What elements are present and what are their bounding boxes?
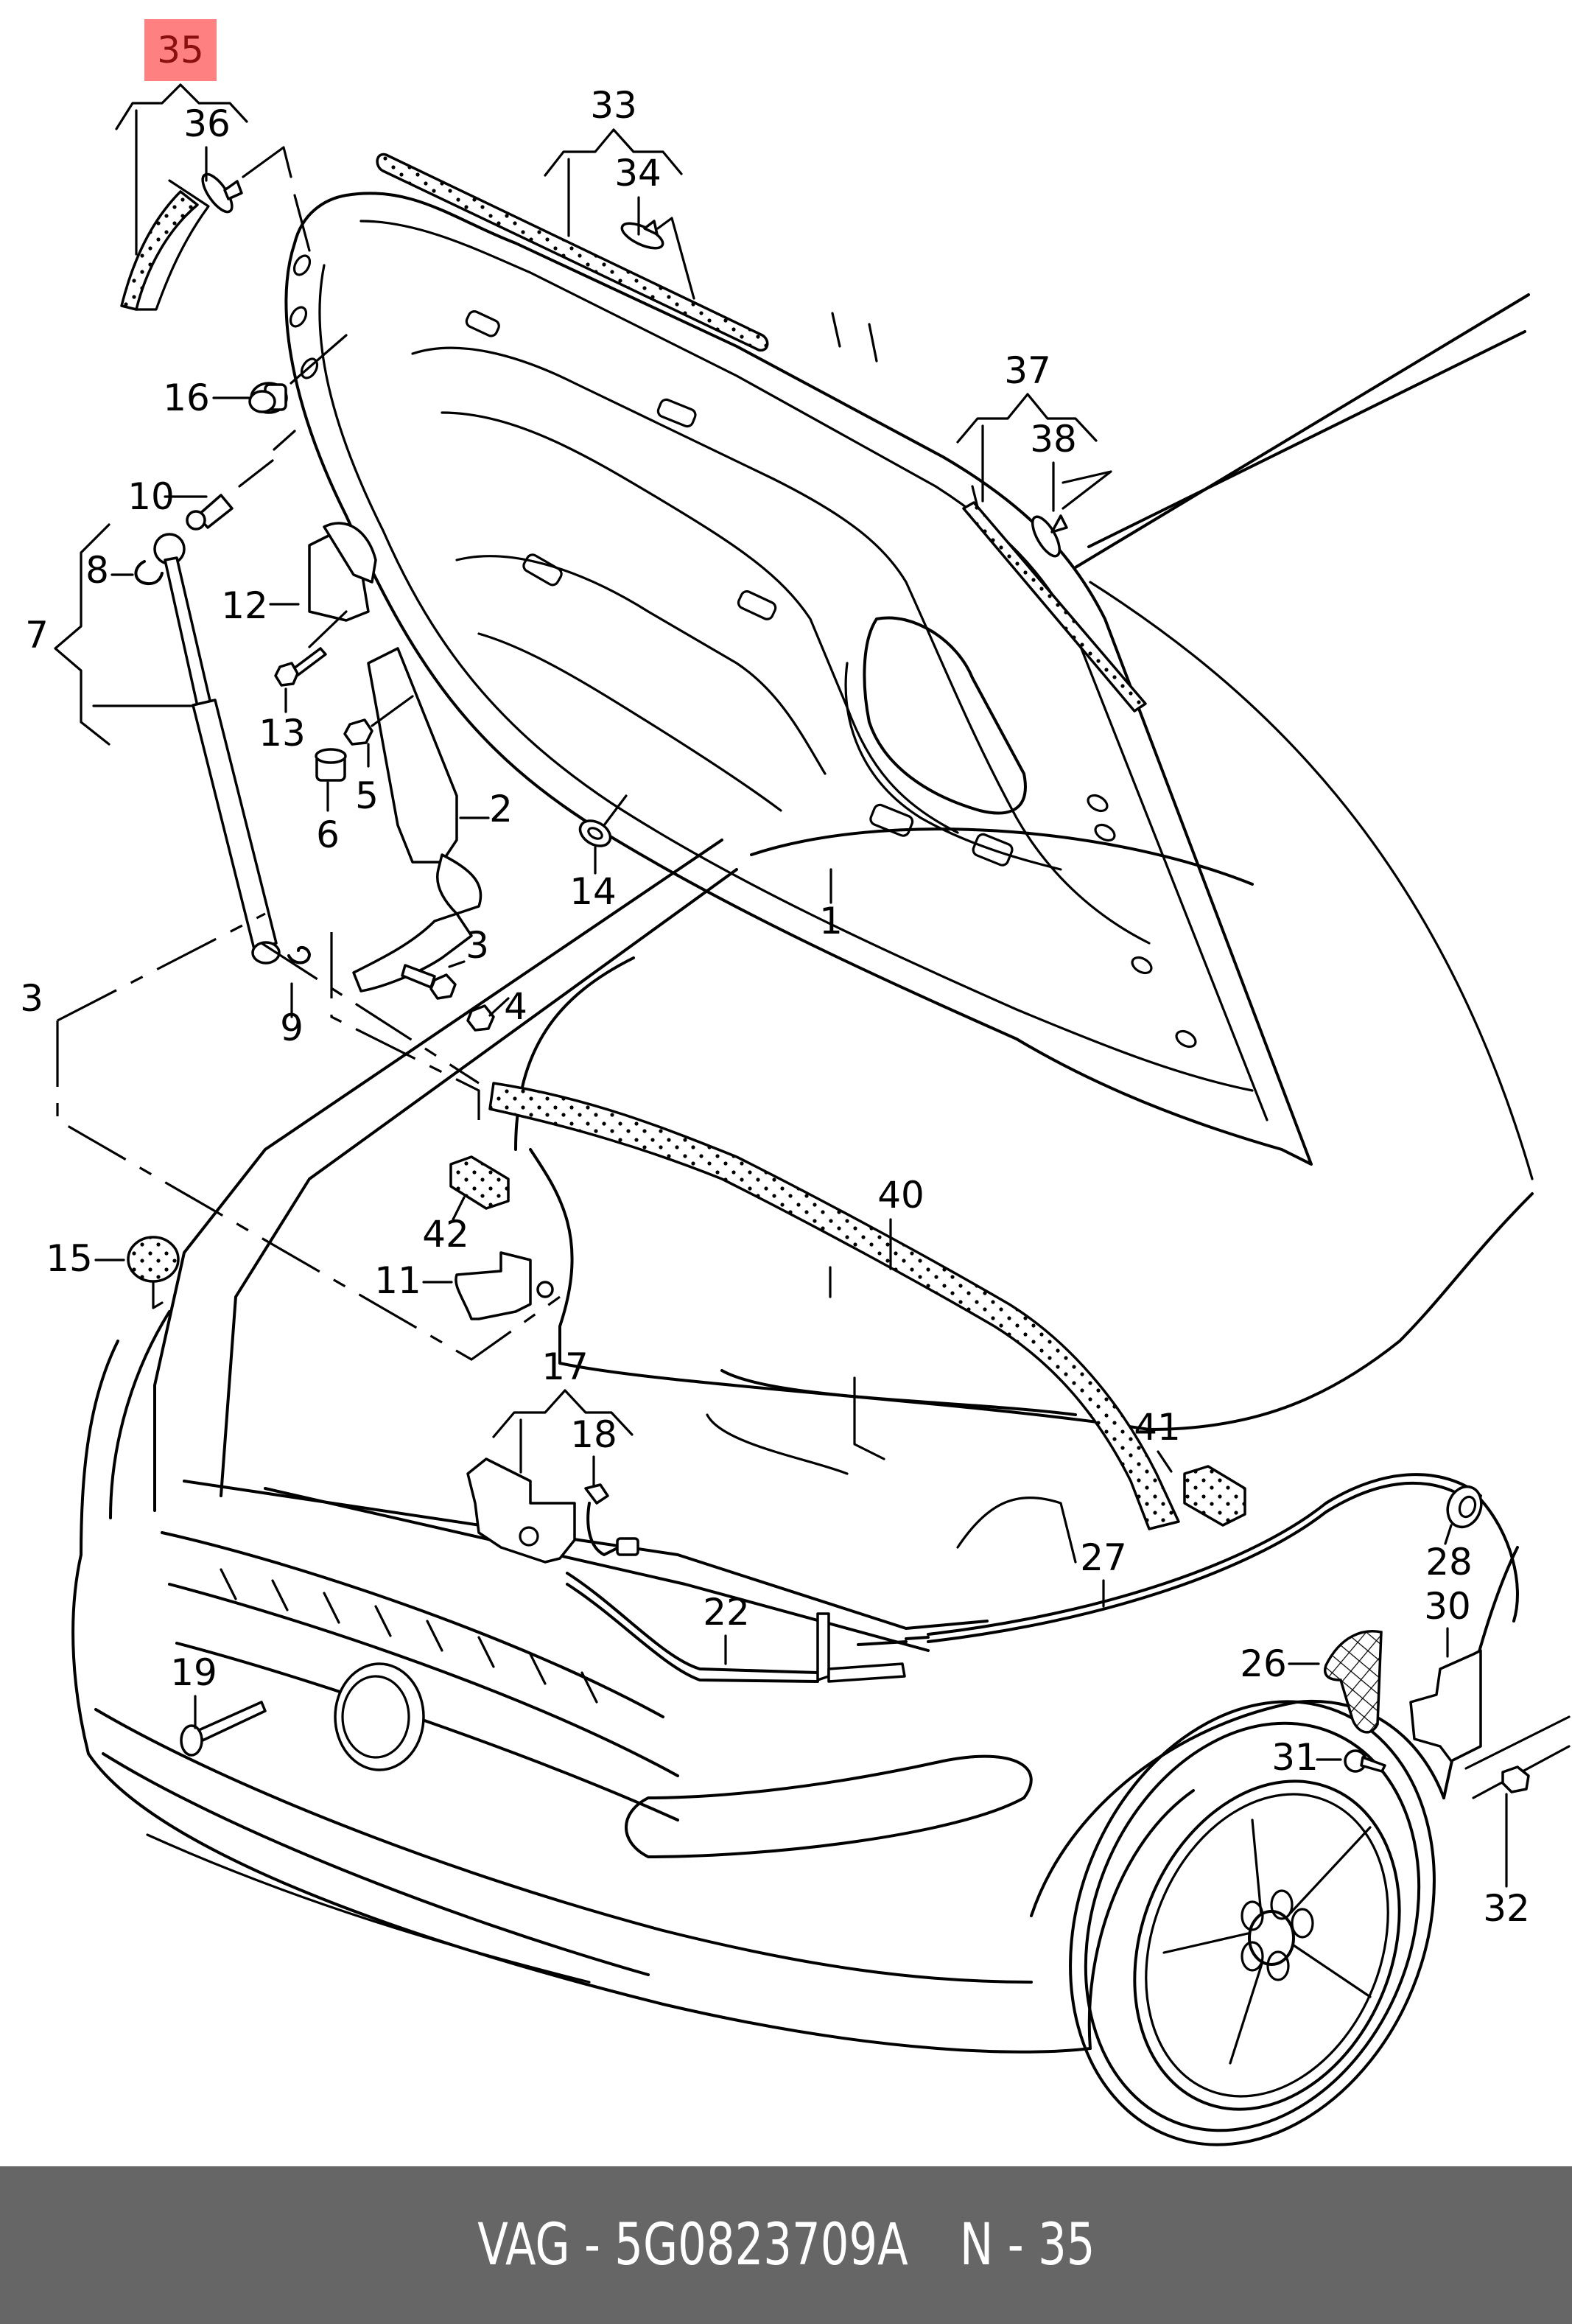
buffer-41	[1183, 1465, 1246, 1527]
callout-26: 26	[1240, 1642, 1287, 1685]
callout-34: 34	[614, 152, 662, 195]
callout-3: 3	[20, 977, 43, 1020]
callout-14: 14	[569, 870, 617, 913]
rubber-buffer-16	[248, 382, 288, 414]
callout-6: 6	[316, 813, 340, 856]
rivet-36	[201, 172, 243, 214]
ball-stud-10	[186, 494, 234, 531]
footer-position: 35	[1037, 2212, 1095, 2278]
screw-31	[1344, 1749, 1386, 1773]
bolt-3	[401, 964, 457, 1000]
seal-35	[120, 190, 199, 311]
callout-18: 18	[570, 1413, 617, 1456]
callout-35: 35	[157, 29, 204, 71]
nut-4	[466, 1004, 495, 1032]
lock-17	[466, 1457, 576, 1564]
callout-27: 27	[1080, 1536, 1127, 1579]
hinge-2	[352, 647, 483, 993]
wheel	[1069, 1700, 1436, 2146]
bracket-30	[1409, 1649, 1482, 1763]
callout-33: 33	[590, 84, 637, 127]
callout-41: 41	[1134, 1406, 1181, 1449]
callout-10: 10	[127, 475, 175, 518]
callout-17: 17	[541, 1345, 589, 1388]
callout-3: 3	[466, 924, 489, 967]
bolt-19	[180, 1701, 267, 1757]
hinge-group-outline	[56, 932, 561, 1361]
callout-5: 5	[355, 774, 379, 817]
callout-30: 30	[1424, 1585, 1471, 1628]
switch-18	[584, 1483, 639, 1556]
pad-15	[127, 1236, 180, 1283]
release-cable	[566, 1473, 1519, 1683]
callout-1: 1	[819, 900, 843, 942]
seal-37	[962, 501, 1147, 713]
footer-separator-2: -	[1007, 2212, 1024, 2278]
washer-14	[578, 819, 612, 847]
callout-7: 7	[25, 614, 49, 657]
callout-42: 42	[422, 1213, 469, 1256]
seal-33	[376, 153, 769, 352]
callout-9: 9	[280, 1007, 303, 1049]
callout-16: 16	[163, 377, 210, 419]
callout-28: 28	[1425, 1541, 1473, 1583]
footer-separator: -	[583, 2212, 600, 2278]
nut-32	[1501, 1765, 1530, 1793]
strut-bracket-12	[308, 522, 377, 622]
footer-text: VAG - 5G0823709A N - 35	[477, 2212, 1095, 2278]
callout-31: 31	[1271, 1736, 1319, 1779]
callout-12: 12	[221, 584, 268, 627]
callout-2: 2	[489, 788, 513, 830]
bonnet	[284, 192, 1313, 1166]
callout-38: 38	[1030, 418, 1077, 461]
callout-8: 8	[85, 549, 109, 592]
gas-strut-7	[153, 533, 281, 965]
leader-lines	[54, 83, 1508, 1888]
parts-diagram: 1233456789101112131415161718192226272830…	[20, 19, 1571, 2146]
callout-32: 32	[1483, 1887, 1530, 1930]
callout-13: 13	[259, 712, 306, 755]
footer-brand: VAG	[477, 2212, 570, 2278]
callout-22: 22	[703, 1591, 750, 1634]
callout-36: 36	[183, 102, 231, 145]
seal-40	[488, 1082, 1180, 1530]
callout-11: 11	[374, 1259, 421, 1302]
callout-4: 4	[504, 985, 527, 1028]
handle-26	[1324, 1630, 1383, 1734]
callout-15: 15	[46, 1237, 93, 1280]
bolt-13	[274, 647, 327, 687]
callout-40: 40	[877, 1174, 924, 1217]
rivet-34	[620, 220, 664, 250]
callout-37: 37	[1004, 349, 1051, 392]
nut-5	[343, 718, 373, 746]
grommet-28	[1446, 1485, 1483, 1529]
footer-position-prefix: N	[959, 2212, 994, 2278]
callout-19: 19	[170, 1651, 217, 1694]
bolt-6	[315, 748, 347, 782]
highlight-box	[144, 19, 217, 81]
clip-9	[287, 945, 311, 965]
footer-part-code: 5G0823709A	[614, 2212, 908, 2278]
horn	[334, 1662, 425, 1771]
rivet-38	[1031, 514, 1068, 558]
bracket-11	[455, 1251, 554, 1320]
buffer-42	[449, 1155, 510, 1210]
clip-8	[134, 560, 164, 586]
footer-bar: VAG - 5G0823709A N - 35	[0, 2166, 1572, 2324]
